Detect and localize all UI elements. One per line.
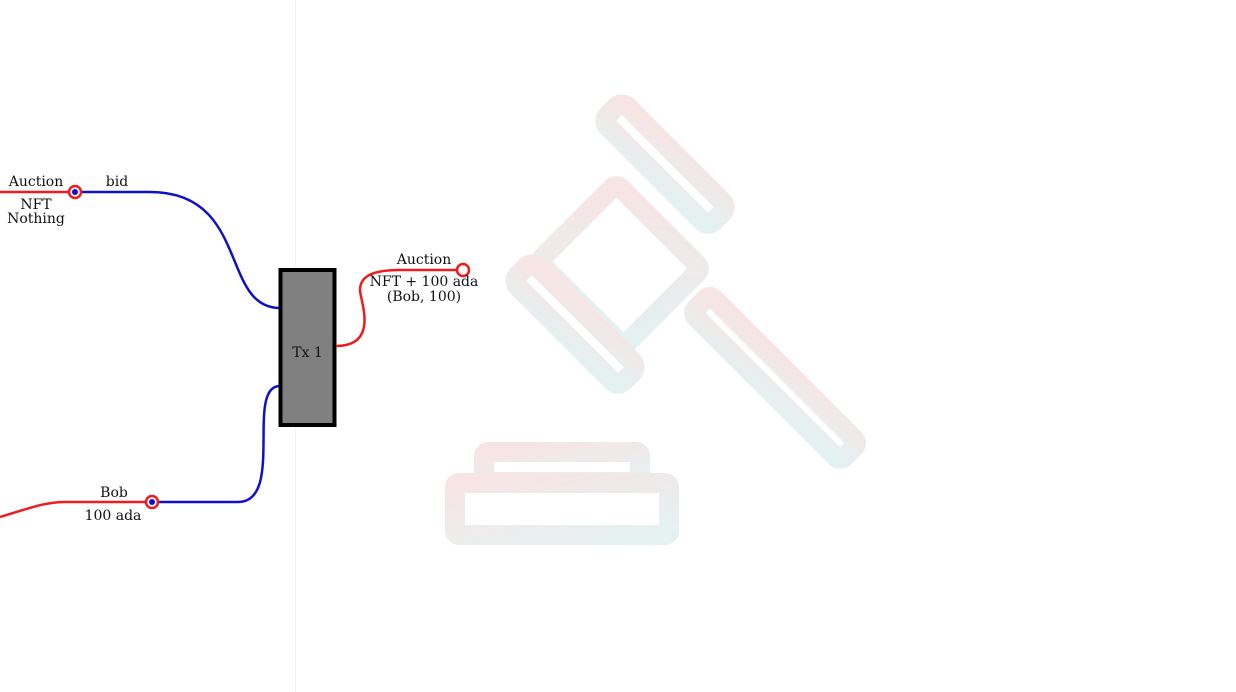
tx-label: Tx 1 <box>292 345 323 361</box>
auction-output-value: NFT + 100 ada <box>370 274 479 290</box>
auction-output-datum: (Bob, 100) <box>387 289 461 305</box>
auction-input-node-core <box>72 189 78 195</box>
bob-input-node-core <box>149 499 155 505</box>
gavel-icon <box>445 94 866 545</box>
auction-output-wire <box>335 268 463 348</box>
auction-output-node[interactable] <box>455 262 471 278</box>
auction-input-name: Auction <box>8 174 64 190</box>
bob-input-wire <box>0 500 152 519</box>
bob-input-value: 100 ada <box>85 508 142 524</box>
auction-output-name: Auction <box>396 252 452 268</box>
auction-input-datum: Nothing <box>7 211 65 227</box>
bob-input-name: Bob <box>100 485 128 501</box>
bob-spend-wire <box>152 384 281 504</box>
auction-bid-wire <box>75 190 281 310</box>
auction-input-value: NFT <box>20 197 52 213</box>
auction-input-redeemer: bid <box>106 174 128 190</box>
tx-box[interactable] <box>278 268 337 427</box>
